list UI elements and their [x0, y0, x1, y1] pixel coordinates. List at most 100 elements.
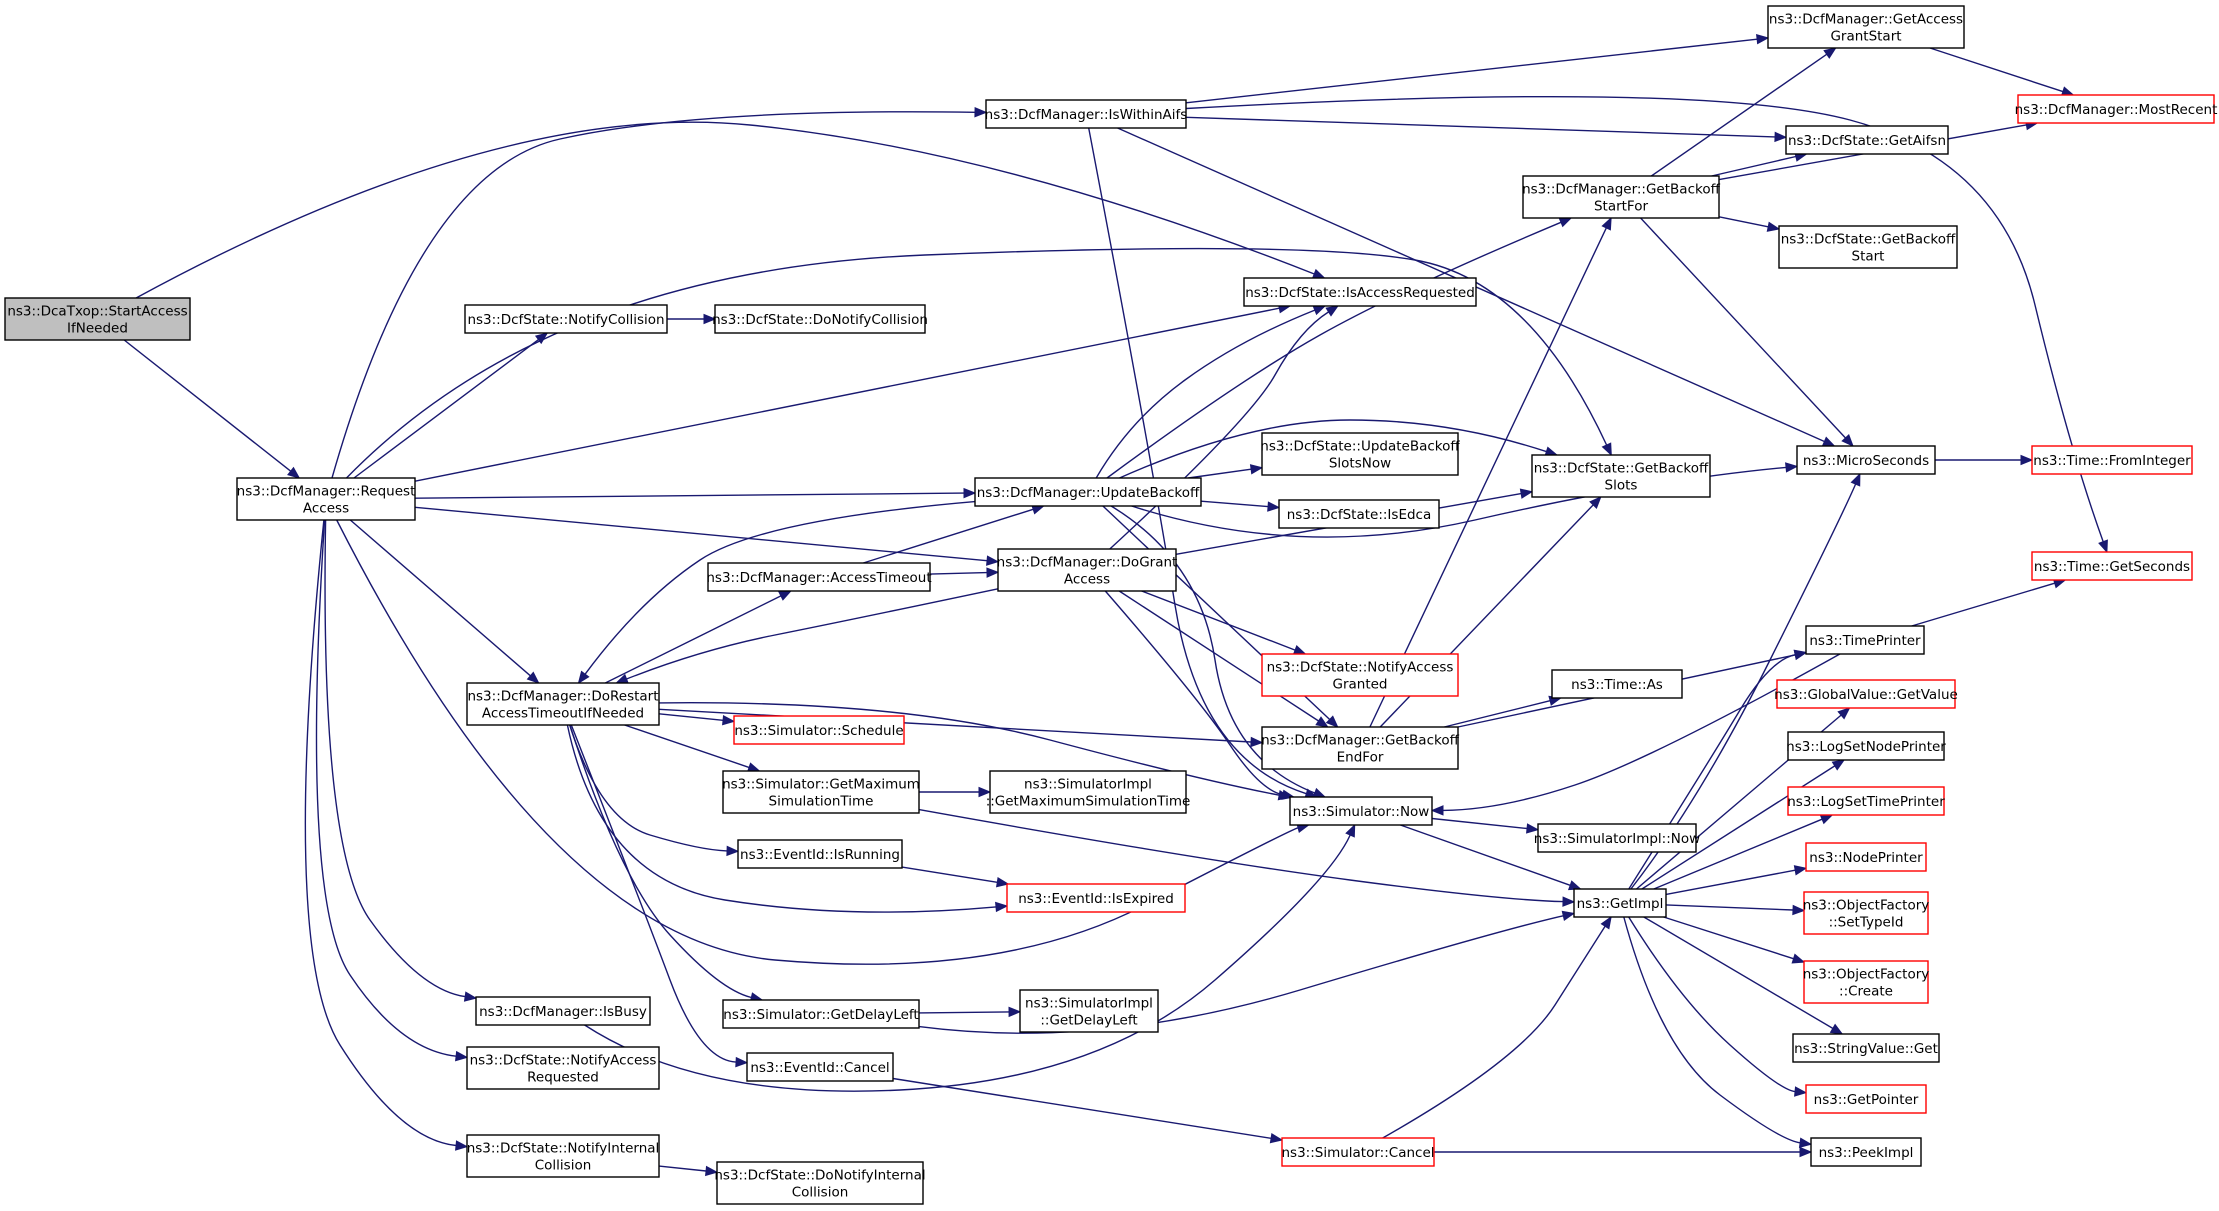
node-label-line: StartFor — [1594, 199, 1649, 215]
node-label-line: ns3::DcfState::NotifyCollision — [467, 312, 664, 328]
node-box — [1805, 1084, 1927, 1114]
node-isAccessRequested[interactable]: ns3::DcfState::IsAccessRequested — [1243, 277, 1477, 307]
edge-line — [1711, 155, 1797, 177]
node-logSetTimePrinter[interactable]: ns3::LogSetTimePrinter — [1787, 786, 1945, 816]
node-doNotifyCollision[interactable]: ns3::DcfState::DoNotifyCollision — [712, 304, 928, 334]
node-label-line: Collision — [792, 1185, 849, 1201]
node-label-line: ns3::DcfManager::Request — [237, 484, 416, 500]
node-simCancel[interactable]: ns3::Simulator::Cancel — [1281, 1137, 1435, 1167]
arrowhead — [1837, 707, 1851, 720]
node-implNow[interactable]: ns3::SimulatorImpl::Now — [1534, 823, 1700, 853]
node-updateBackoff[interactable]: ns3::DcfManager::UpdateBackoff — [974, 477, 1202, 507]
edge-reqAccess-to-doRestart — [349, 519, 540, 684]
node-label-line: ns3::DcfState::DoNotifyCollision — [712, 312, 928, 328]
node-label-line: ns3::Simulator::GetDelayLeft — [723, 1007, 918, 1023]
node-box — [997, 548, 1177, 592]
node-simNow[interactable]: ns3::Simulator::Now — [1289, 796, 1433, 826]
edge-line — [123, 339, 292, 472]
node-timePrinter[interactable]: ns3::TimePrinter — [1805, 625, 1925, 655]
node-label-line: ns3::DcfState::NotifyAccess — [470, 1053, 657, 1069]
node-box — [1261, 653, 1459, 697]
node-isEdca[interactable]: ns3::DcfState::IsEdca — [1278, 499, 1440, 529]
node-label-line: ns3::EventId::Cancel — [750, 1060, 889, 1076]
node-eventCancel[interactable]: ns3::EventId::Cancel — [746, 1052, 894, 1082]
node-label-line: ns3::Time::GetSeconds — [2034, 559, 2190, 575]
edge-reqAccess-to-updateBackoff — [414, 487, 977, 499]
node-getMaxSimTime[interactable]: ns3::Simulator::GetMaximumSimulationTime — [722, 770, 920, 814]
node-label-line: ns3::DcfManager::GetBackoff — [1261, 733, 1459, 749]
edge-notifyCollision-to-doNotifyCollision — [667, 313, 717, 325]
node-box — [1778, 225, 1958, 269]
node-label-line: SlotsNow — [1329, 456, 1391, 472]
edge-doRestart-to-accessTimeout — [604, 590, 792, 684]
node-ofSetTypeId[interactable]: ns3::ObjectFactory::SetTypeId — [1803, 891, 1930, 935]
node-isRunning[interactable]: ns3::EventId::IsRunning — [737, 839, 903, 869]
edge-getDelayLeft-to-implGetDelayLeft — [918, 1006, 1022, 1018]
edge-line — [315, 519, 457, 1057]
node-isBusy[interactable]: ns3::DcfManager::IsBusy — [475, 996, 651, 1026]
node-box — [464, 304, 668, 334]
node-implGetMaxSimTime[interactable]: ns3::SimulatorImpl::GetMaximumSimulation… — [986, 770, 1191, 814]
node-isExpired[interactable]: ns3::EventId::IsExpired — [1006, 883, 1186, 913]
node-fromInteger[interactable]: ns3::Time::FromInteger — [2031, 445, 2193, 475]
node-nodePrinter[interactable]: ns3::NodePrinter — [1805, 842, 1927, 872]
node-box — [1785, 125, 1949, 155]
node-getImpl[interactable]: ns3::GetImpl — [1573, 888, 1667, 918]
arrowhead — [526, 671, 540, 684]
arrowhead — [1766, 221, 1781, 232]
edge-line — [570, 724, 737, 1063]
node-getPointer[interactable]: ns3::GetPointer — [1805, 1084, 1927, 1114]
node-timeAs[interactable]: ns3::Time::As — [1551, 669, 1683, 699]
node-isWithinAifs[interactable]: ns3::DcfManager::IsWithinAifs — [985, 99, 1188, 129]
arrowhead — [1799, 1146, 1813, 1158]
node-microSeconds[interactable]: ns3::MicroSeconds — [1796, 445, 1936, 475]
edge-line — [584, 500, 976, 675]
node-label-line: ns3::DcfManager::MostRecent — [2015, 102, 2218, 118]
edge-getBackoffStartFor-to-microSeconds — [1640, 217, 1854, 447]
node-logSetNodePrinter[interactable]: ns3::LogSetNodePrinter — [1786, 731, 1946, 761]
node-globalValueGet[interactable]: ns3::GlobalValue::GetValue — [1774, 679, 1958, 709]
node-box — [1019, 989, 1159, 1033]
node-peekImpl[interactable]: ns3::PeekImpl — [1810, 1137, 1922, 1167]
node-label-line: ns3::MicroSeconds — [1803, 453, 1929, 469]
node-box — [1537, 823, 1697, 853]
node-label-line: ns3::ObjectFactory — [1803, 967, 1930, 983]
node-ofCreate[interactable]: ns3::ObjectFactory::Create — [1803, 960, 1930, 1004]
node-mostRecent[interactable]: ns3::DcfManager::MostRecent — [2015, 94, 2218, 124]
node-box — [1803, 891, 1929, 935]
node-notifyCollision[interactable]: ns3::DcfState::NotifyCollision — [464, 304, 668, 334]
node-accessTimeout[interactable]: ns3::DcfManager::AccessTimeout — [706, 562, 932, 592]
node-doRestart[interactable]: ns3::DcfManager::DoRestartAccessTimeoutI… — [466, 682, 660, 726]
arrowhead — [1325, 305, 1340, 317]
arrowhead — [1850, 472, 1861, 487]
arrowhead — [1831, 759, 1846, 771]
node-box — [236, 477, 416, 521]
node-stringValueGet[interactable]: ns3::StringValue::Get — [1792, 1033, 1940, 1063]
edge-getBackoffEndFor-to-timeAs — [1444, 695, 1563, 728]
node-box — [1261, 432, 1459, 476]
node-getSeconds[interactable]: ns3::Time::GetSeconds — [2031, 551, 2193, 581]
node-label-line: ns3::DcfState::IsAccessRequested — [1245, 285, 1475, 301]
node-getDelayLeft[interactable]: ns3::Simulator::GetDelayLeft — [722, 999, 920, 1029]
node-label-line: IfNeeded — [67, 321, 128, 337]
node-schedule[interactable]: ns3::Simulator::Schedule — [733, 715, 905, 745]
node-label-line: ns3::LogSetNodePrinter — [1786, 739, 1946, 755]
edge-getBackoffStartFor-to-getAccessGrantStart — [1650, 47, 1837, 177]
node-getAifsn[interactable]: ns3::DcfState::GetAifsn — [1785, 125, 1949, 155]
node-implGetDelayLeft[interactable]: ns3::SimulatorImpl::GetDelayLeft — [1019, 989, 1159, 1033]
node-label-line: ns3::EventId::IsExpired — [1018, 891, 1174, 907]
edge-eventCancel-to-simCancel — [892, 1077, 1284, 1144]
